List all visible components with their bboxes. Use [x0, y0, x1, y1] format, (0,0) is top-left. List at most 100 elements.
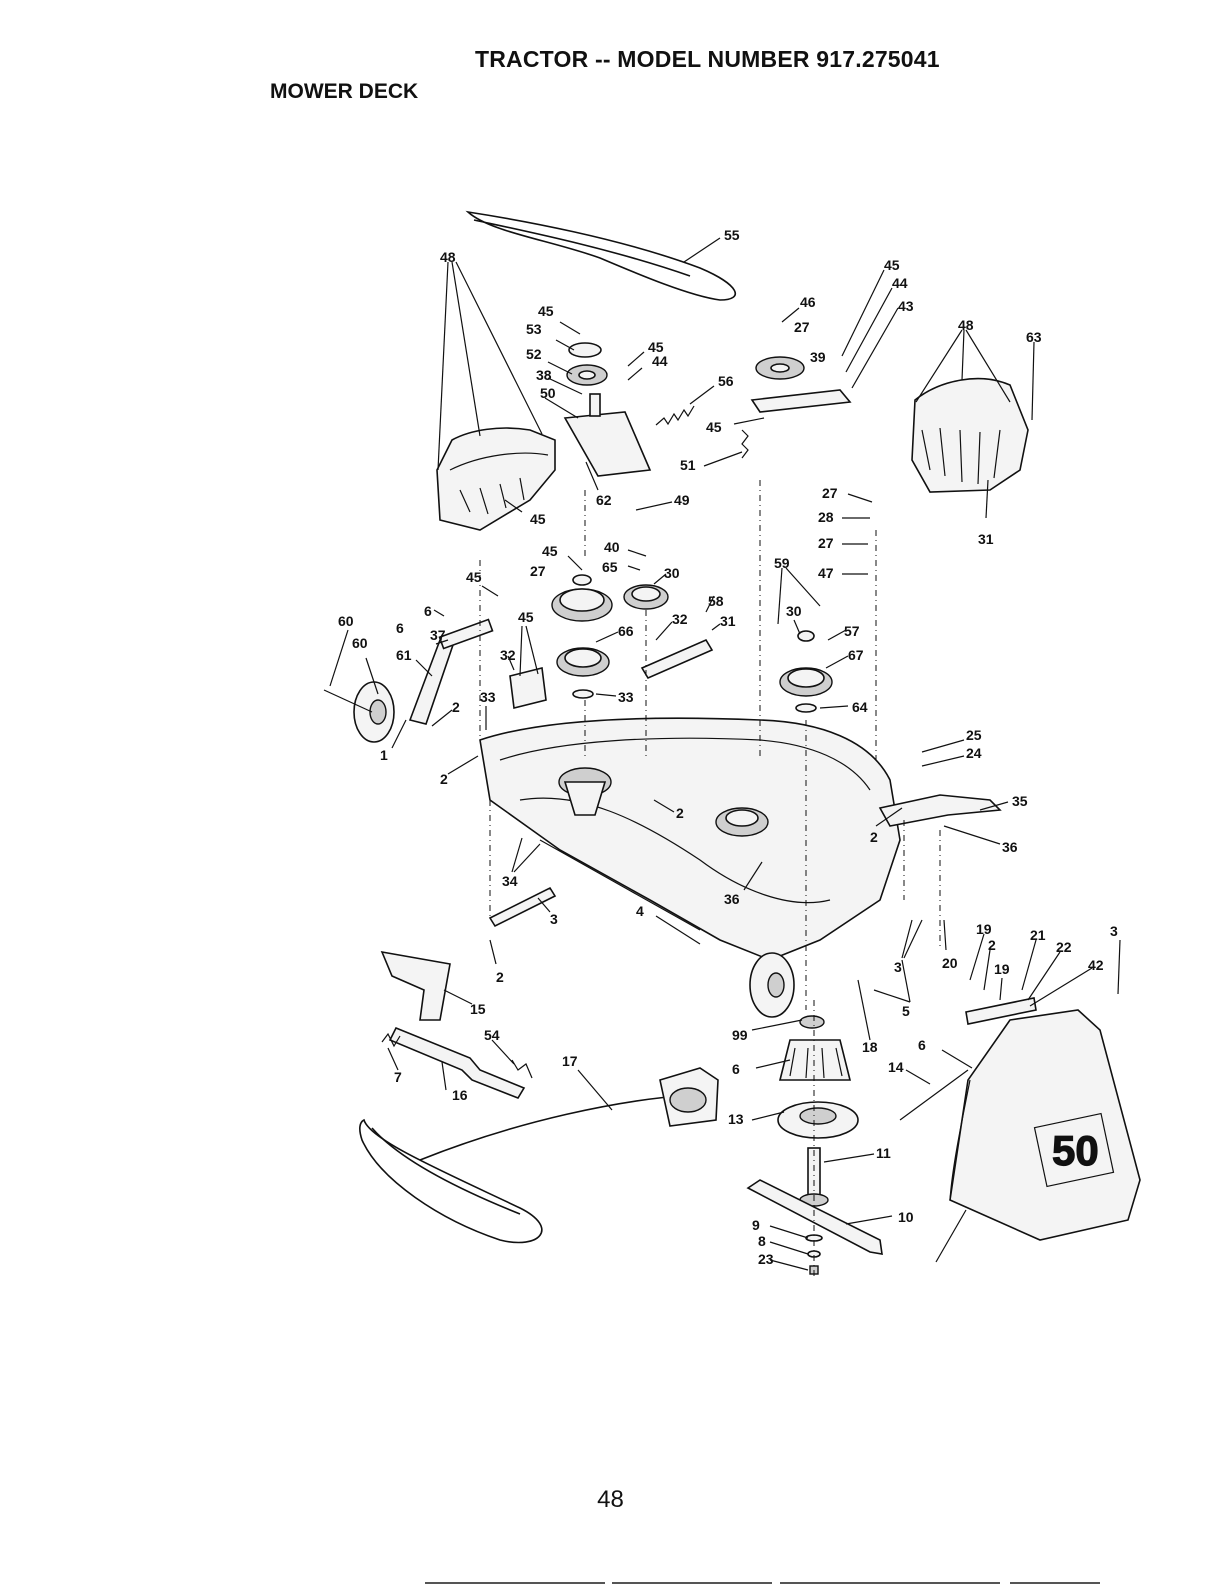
callout: 20 — [942, 955, 958, 971]
callout: 2 — [676, 805, 684, 821]
callout: 2 — [452, 699, 460, 715]
callout: 47 — [818, 565, 834, 581]
bracket-37 — [640, 638, 714, 680]
callout: 58 — [708, 593, 724, 609]
callout: 45 — [542, 543, 558, 559]
decal-50-text: 50 — [1052, 1127, 1099, 1174]
pulley-stack-53 — [563, 342, 652, 477]
callout: 53 — [526, 321, 542, 337]
footer-rule — [1010, 1582, 1100, 1584]
idler-arm-39 — [750, 356, 852, 413]
callout: 64 — [852, 699, 868, 715]
deck-pulley — [715, 807, 769, 837]
idler-housing — [659, 1067, 719, 1127]
callout: 45 — [648, 339, 664, 355]
gauge-wheel-58 — [323, 681, 395, 743]
callout: 61 — [396, 647, 412, 663]
callout: 45 — [466, 569, 482, 585]
arm-7 — [388, 1026, 526, 1099]
mower-deck-1 — [479, 717, 901, 961]
callout: 6 — [918, 1037, 926, 1053]
callout: 63 — [1026, 329, 1042, 345]
spring-51 — [741, 429, 749, 459]
callout-leaders — [329, 237, 1121, 1271]
callout: 1 — [380, 747, 388, 763]
belt-55 — [465, 210, 737, 301]
callout: 45 — [884, 257, 900, 273]
callout: 40 — [604, 539, 620, 555]
callout: 5 — [902, 1003, 910, 1019]
callout: 46 — [800, 294, 816, 310]
callout: 42 — [1088, 957, 1104, 973]
callout: 34 — [502, 873, 518, 889]
callout: 6 — [396, 620, 404, 636]
callout: 44 — [652, 353, 668, 369]
callout: 2 — [988, 937, 996, 953]
spring-6-lower — [381, 1032, 533, 1079]
belt-54 — [359, 1094, 691, 1244]
callout: 3 — [550, 911, 558, 927]
callout: 99 — [732, 1027, 748, 1043]
rod-17 — [899, 1069, 969, 1121]
callout: 67 — [848, 647, 864, 663]
callout: 66 — [618, 623, 634, 639]
callout: 45 — [706, 419, 722, 435]
callout: 17 — [562, 1053, 578, 1069]
link-4 — [488, 886, 557, 928]
callout: 37 — [430, 627, 446, 643]
callout: 6 — [424, 603, 432, 619]
callout: 65 — [602, 559, 618, 575]
spindle-housing-14 — [778, 1015, 852, 1081]
callout: 15 — [470, 1001, 486, 1017]
callout: 22 — [1056, 939, 1072, 955]
callout: 50 — [540, 385, 556, 401]
gauge-wheel-arm-57 — [408, 618, 494, 725]
callout: 39 — [810, 349, 826, 365]
anti-scalp-wheel — [749, 952, 795, 1018]
callout: 2 — [870, 829, 878, 845]
callout: 14 — [888, 1059, 904, 1075]
callout: 7 — [394, 1069, 402, 1085]
callout: 31 — [978, 531, 994, 547]
blade-housing-47 — [911, 377, 1029, 493]
pulley-65 — [623, 584, 669, 610]
pulley-40 — [551, 574, 613, 622]
callout: 18 — [862, 1039, 878, 1055]
callout: 27 — [794, 319, 810, 335]
callout: 11 — [876, 1145, 891, 1161]
bracket-61 — [509, 667, 547, 709]
callout: 25 — [966, 727, 982, 743]
callout: 51 — [680, 457, 696, 473]
callout: 4 — [636, 903, 644, 919]
callout: 30 — [786, 603, 802, 619]
callout: 55 — [724, 227, 740, 243]
callout: 32 — [672, 611, 688, 627]
callout: 36 — [1002, 839, 1018, 855]
callout: 44 — [892, 275, 908, 291]
spindle-35 — [558, 767, 612, 816]
callout: 48 — [958, 317, 974, 333]
callout: 3 — [1110, 923, 1118, 939]
section-title: MOWER DECK — [270, 80, 419, 103]
footer-rule — [425, 1582, 605, 1584]
callout: 57 — [844, 623, 860, 639]
callout: 30 — [664, 565, 680, 581]
callout: 31 — [720, 613, 736, 629]
callout: 33 — [480, 689, 496, 705]
callout: 21 — [1030, 927, 1046, 943]
page-number: 48 — [597, 1486, 624, 1513]
callout: 19 — [976, 921, 992, 937]
assembly-lines — [479, 480, 941, 1280]
pulley-32-left — [556, 647, 610, 699]
callout: 38 — [536, 367, 552, 383]
callout: 9 — [752, 1217, 760, 1233]
callout: 35 — [1012, 793, 1028, 809]
callout: 45 — [538, 303, 554, 319]
callout-numbers: 55 45 44 43 46 27 39 48 48 45 53 52 45 3… — [338, 227, 1118, 1267]
callout: 28 — [818, 509, 834, 525]
hinge-20 — [965, 997, 1037, 1025]
callout: 3 — [894, 959, 902, 975]
callout: 33 — [618, 689, 634, 705]
callout: 56 — [718, 373, 734, 389]
callout: 16 — [452, 1087, 468, 1103]
